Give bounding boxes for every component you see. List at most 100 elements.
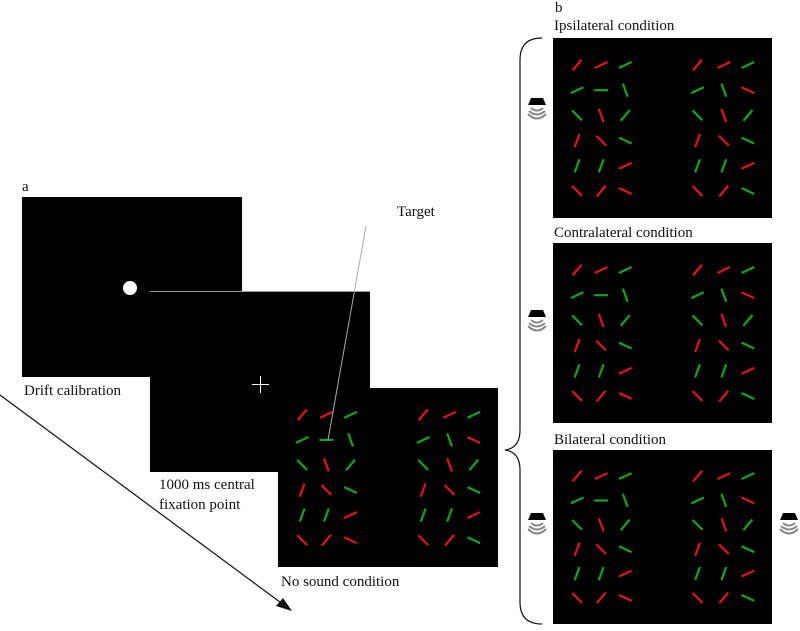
oriented-line <box>571 185 583 197</box>
oriented-line <box>720 517 728 532</box>
oriented-line <box>573 542 581 557</box>
oriented-line <box>295 435 310 444</box>
oriented-line <box>741 86 755 95</box>
oriented-line <box>718 389 730 403</box>
oriented-line <box>692 470 703 483</box>
oriented-line <box>720 493 728 508</box>
oriented-line <box>720 566 728 581</box>
oriented-line <box>597 517 605 532</box>
oriented-line <box>443 484 456 496</box>
oriented-line <box>694 158 701 173</box>
oriented-line <box>690 291 705 300</box>
oriented-line <box>618 187 633 195</box>
oriented-line <box>694 542 701 557</box>
oriented-line <box>691 390 704 402</box>
oriented-line <box>741 161 755 170</box>
oriented-line <box>741 545 755 554</box>
oriented-line <box>573 363 581 378</box>
oriented-line <box>594 266 608 274</box>
bilateral-screen <box>553 450 772 624</box>
oriented-line <box>571 592 583 604</box>
oriented-line <box>571 519 583 531</box>
oriented-line <box>718 591 730 604</box>
oriented-line <box>446 508 454 523</box>
oriented-line <box>618 136 633 145</box>
oriented-line <box>741 593 755 602</box>
oriented-line <box>618 161 633 170</box>
oriented-line <box>320 484 333 496</box>
bilateral-title: Bilateral condition <box>554 432 667 448</box>
oriented-line <box>690 496 705 505</box>
oriented-line <box>298 508 306 523</box>
oriented-line <box>618 545 633 554</box>
oriented-line <box>692 58 703 72</box>
oriented-line <box>691 592 704 604</box>
oriented-line <box>621 83 629 98</box>
oriented-line <box>597 566 605 581</box>
oriented-line <box>417 534 429 546</box>
sequence-arrow-line <box>0 394 289 609</box>
oriented-line <box>466 435 481 444</box>
oriented-line <box>298 483 306 497</box>
oriented-line <box>571 109 583 122</box>
oriented-line <box>570 86 584 95</box>
panel-b-label: b <box>555 0 563 16</box>
oriented-line <box>618 569 633 578</box>
oriented-line <box>741 472 755 481</box>
oriented-line <box>694 133 701 148</box>
oriented-line <box>618 266 633 274</box>
oriented-line <box>417 459 429 471</box>
oriented-line <box>595 591 607 604</box>
oriented-line <box>571 263 583 277</box>
oriented-line <box>618 366 633 375</box>
speaker-icon <box>779 513 799 535</box>
oriented-line <box>570 496 584 505</box>
oriented-line <box>720 158 728 173</box>
oriented-line <box>468 458 480 472</box>
oriented-line <box>741 366 755 375</box>
fixation-cross-icon <box>252 376 269 393</box>
oriented-line <box>720 83 728 98</box>
speaker-icon <box>527 310 547 332</box>
oriented-line <box>322 508 330 523</box>
oriented-line <box>691 109 704 122</box>
oriented-line <box>621 493 629 508</box>
oriented-line <box>718 543 730 555</box>
line-array <box>570 263 755 403</box>
oriented-line <box>573 133 581 148</box>
ipsilateral-screen <box>553 38 772 218</box>
oriented-line <box>296 408 308 421</box>
oriented-line <box>571 58 583 72</box>
oriented-line <box>741 266 755 274</box>
oriented-line <box>594 61 608 69</box>
fixation-caption-line1: 1000 ms central <box>159 477 255 493</box>
oriented-line <box>571 390 583 402</box>
oriented-line <box>597 158 605 173</box>
oriented-line <box>742 518 754 531</box>
oriented-line <box>343 511 358 520</box>
oriented-line <box>720 313 728 328</box>
oriented-line <box>619 518 631 531</box>
oriented-line <box>691 314 704 327</box>
oriented-line <box>573 158 581 173</box>
oriented-line <box>720 363 728 378</box>
target-label: Target <box>397 204 435 220</box>
oriented-line <box>741 291 755 300</box>
panel-a-label: a <box>22 179 29 195</box>
oriented-line <box>718 184 730 198</box>
oriented-line <box>343 486 358 494</box>
oriented-line <box>321 534 332 547</box>
speaker-icon <box>527 513 547 535</box>
oriented-line <box>571 470 583 483</box>
oriented-line <box>619 314 631 327</box>
oriented-line <box>694 363 701 378</box>
oriented-line <box>741 61 755 69</box>
calibration-dot <box>123 281 137 295</box>
oriented-line <box>416 435 431 444</box>
oriented-line <box>692 263 703 277</box>
oriented-line <box>296 534 308 546</box>
oriented-line <box>621 288 629 303</box>
oriented-line <box>618 341 633 350</box>
contralateral-screen <box>553 243 772 423</box>
